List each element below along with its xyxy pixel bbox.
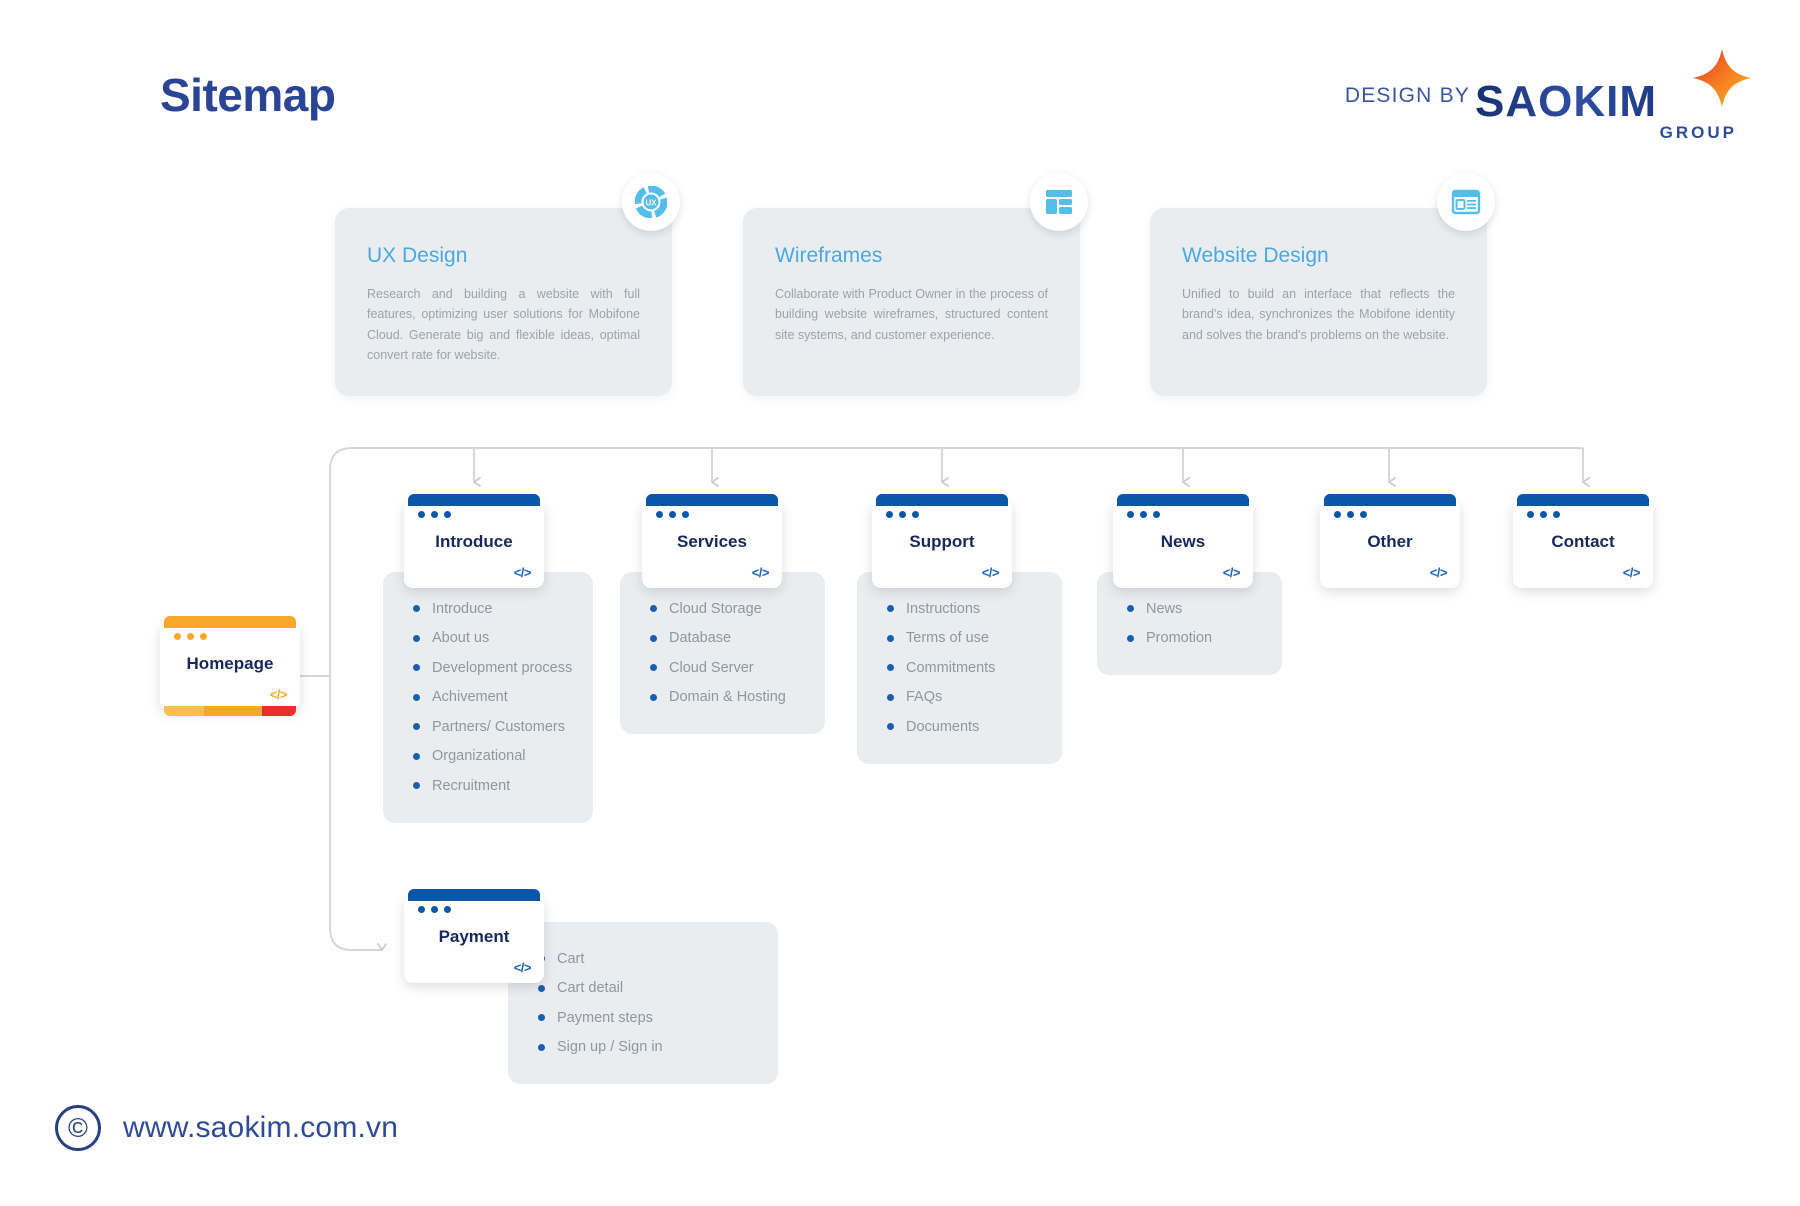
browser-window-icon [1437,173,1495,231]
list-item: About us [413,624,567,654]
node-services[interactable]: Services </> [642,494,782,588]
list-item: Documents [887,712,1036,742]
code-tag-icon: </> [751,565,770,580]
node-other[interactable]: Other </> [1320,494,1460,588]
svg-text:UX: UX [645,199,657,208]
node-news[interactable]: News </> [1113,494,1253,588]
list-item: Cart [538,944,752,974]
list-item: Promotion [1127,624,1256,654]
list-item: Partners/ Customers [413,712,567,742]
window-dots-icon [174,633,207,640]
node-label: Services [677,532,747,551]
code-tag-icon: </> [513,960,532,975]
panel-support: Instructions Terms of use Commitments FA… [857,572,1062,764]
list-item: FAQs [887,683,1036,713]
window-dots-icon [886,511,919,518]
list-item: Commitments [887,653,1036,683]
node-homepage[interactable]: Homepage </> [160,616,300,716]
info-card-title: Wireframes [775,244,883,267]
info-card-title: UX Design [367,244,468,267]
list-item: Achivement [413,683,567,713]
node-support[interactable]: Support </> [872,494,1012,588]
code-tag-icon: </> [981,565,1000,580]
node-introduce[interactable]: Introduce </> [404,494,544,588]
info-card-ux-design: UX UX Design Research and building a web… [335,173,680,396]
node-footerbar [164,706,296,716]
node-titlebar [408,889,540,901]
node-label: Contact [1551,532,1615,551]
list-item: Payment steps [538,1003,752,1033]
node-payment[interactable]: Payment </> [404,889,544,983]
node-contact[interactable]: Contact </> [1513,494,1653,588]
node-label: Other [1367,532,1413,551]
code-tag-icon: </> [1222,565,1241,580]
window-dots-icon [1527,511,1560,518]
node-titlebar [1117,494,1249,506]
list-item: Recruitment [413,771,567,801]
four-point-star-icon [1692,48,1752,108]
list-item: Sign up / Sign in [538,1033,752,1063]
node-titlebar [1324,494,1456,506]
window-dots-icon [418,511,451,518]
list-item: Instructions [887,594,1036,624]
node-titlebar [876,494,1008,506]
copyright-icon: © [55,1105,101,1151]
list-item: Introduce [413,594,567,624]
layout-blocks-icon [1030,173,1088,231]
window-dots-icon [1334,511,1367,518]
ux-donut-icon: UX [622,173,680,231]
node-label: Payment [438,927,510,946]
list-item: Cart detail [538,974,752,1004]
node-titlebar [646,494,778,506]
panel-introduce: Introduce About us Development process A… [383,572,593,823]
node-label: Introduce [435,532,513,551]
node-titlebar [408,494,540,506]
info-card-body: Unified to build an interface that refle… [1182,287,1455,342]
info-card-body: Research and building a website with ful… [367,287,640,362]
list-item: Development process [413,653,572,683]
brand-wordmark: SAOKIM [1475,77,1657,126]
node-titlebar [164,616,296,628]
footer-url[interactable]: www.saokim.com.vn [123,1111,399,1144]
list-item: Domain & Hosting [650,683,799,713]
node-label: Support [909,532,975,551]
info-card-website-design: Website Design Unified to build an inter… [1150,173,1495,396]
code-tag-icon: </> [1429,565,1448,580]
list-item: Cloud Server [650,653,799,683]
saokim-logo: SAOKIM GROUP [1475,48,1752,142]
window-dots-icon [1127,511,1160,518]
code-tag-icon: </> [513,565,532,580]
panel-payment: Cart Cart detail Payment steps Sign up /… [508,922,778,1084]
info-card-title: Website Design [1182,244,1329,267]
node-titlebar [1517,494,1649,506]
list-item: Database [650,624,799,654]
brand-subtitle: GROUP [1659,123,1737,142]
window-dots-icon [418,906,451,913]
footer: © www.saokim.com.vn [55,1105,398,1151]
page-title: Sitemap [160,69,336,121]
info-card-wireframes: Wireframes Collaborate with Product Owne… [743,173,1088,396]
list-item: Organizational [413,742,567,772]
list-item: Cloud Storage [650,594,799,624]
code-tag-icon: </> [269,687,288,702]
design-by-label: DESIGN BY [1344,84,1470,107]
node-label: Homepage [186,654,274,673]
window-dots-icon [656,511,689,518]
info-card-body: Collaborate with Product Owner in the pr… [775,287,1048,342]
panel-services: Cloud Storage Database Cloud Server Doma… [620,572,825,734]
code-tag-icon: </> [1622,565,1641,580]
list-item: News [1127,594,1256,624]
list-item: Terms of use [887,624,1036,654]
node-label: News [1160,532,1206,551]
